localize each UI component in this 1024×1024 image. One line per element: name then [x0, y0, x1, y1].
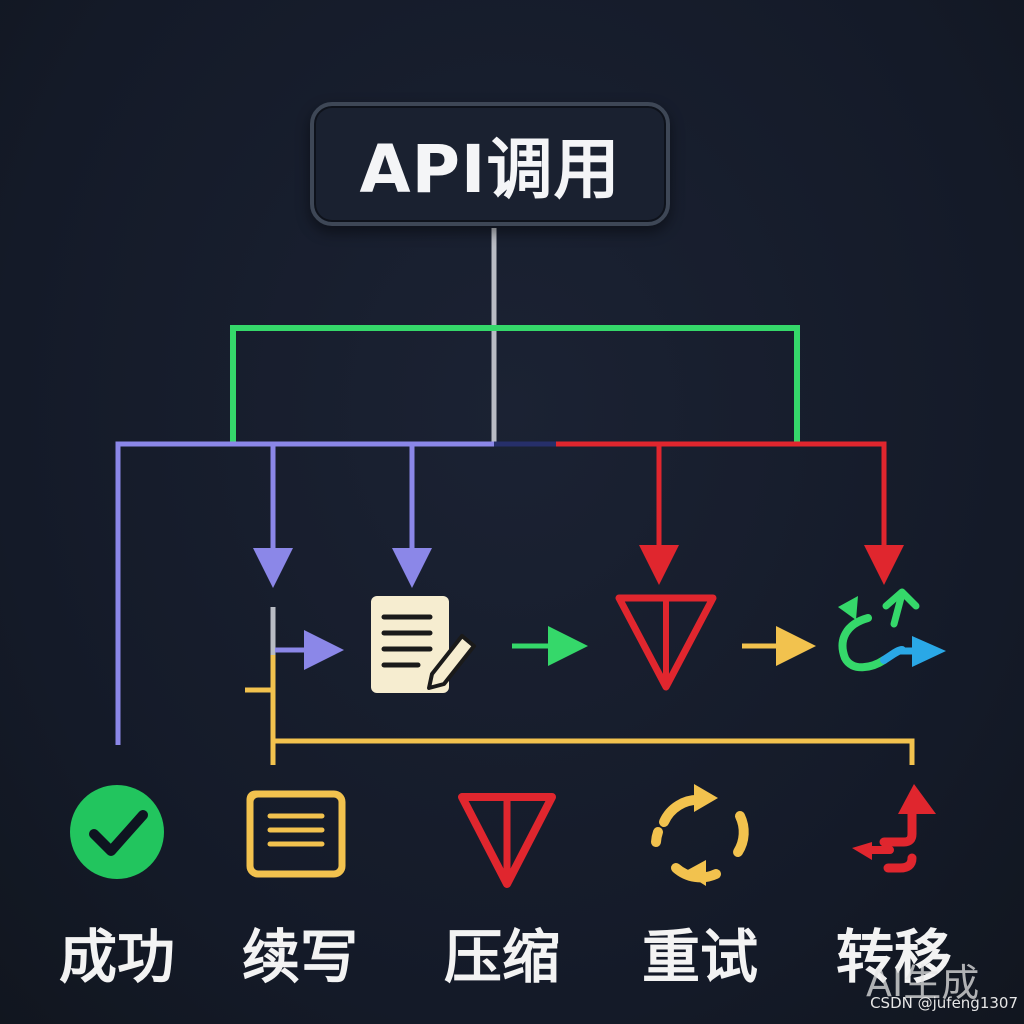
green-bracket-line: [230, 325, 800, 446]
retry-cycle-icon: [651, 784, 749, 886]
label-continue: 续写: [241, 923, 358, 991]
credit-text: CSDN @jufeng1307: [870, 994, 1018, 1012]
label-success: 成功: [58, 923, 175, 991]
redirect-arrows-icon: [838, 588, 946, 672]
purple-branch-line: [115, 441, 494, 745]
check-circle-icon: [70, 785, 164, 879]
label-compress: 压缩: [443, 923, 560, 991]
compress-funnel-icon: [615, 594, 717, 691]
label-retry: 重试: [641, 923, 758, 991]
edit-document-icon: [371, 596, 476, 693]
transfer-arrows-icon: [852, 784, 936, 873]
root-label: API调用: [359, 131, 621, 208]
yellow-return-line: [245, 655, 915, 765]
ai-generated-watermark: AI生成: [866, 961, 980, 1005]
red-branch-line: [556, 441, 904, 585]
compress-funnel-icon: [458, 793, 556, 888]
document-lines-icon: [246, 790, 346, 878]
label-transfer: 转移: [835, 923, 952, 991]
root-node: API调用: [310, 102, 670, 226]
